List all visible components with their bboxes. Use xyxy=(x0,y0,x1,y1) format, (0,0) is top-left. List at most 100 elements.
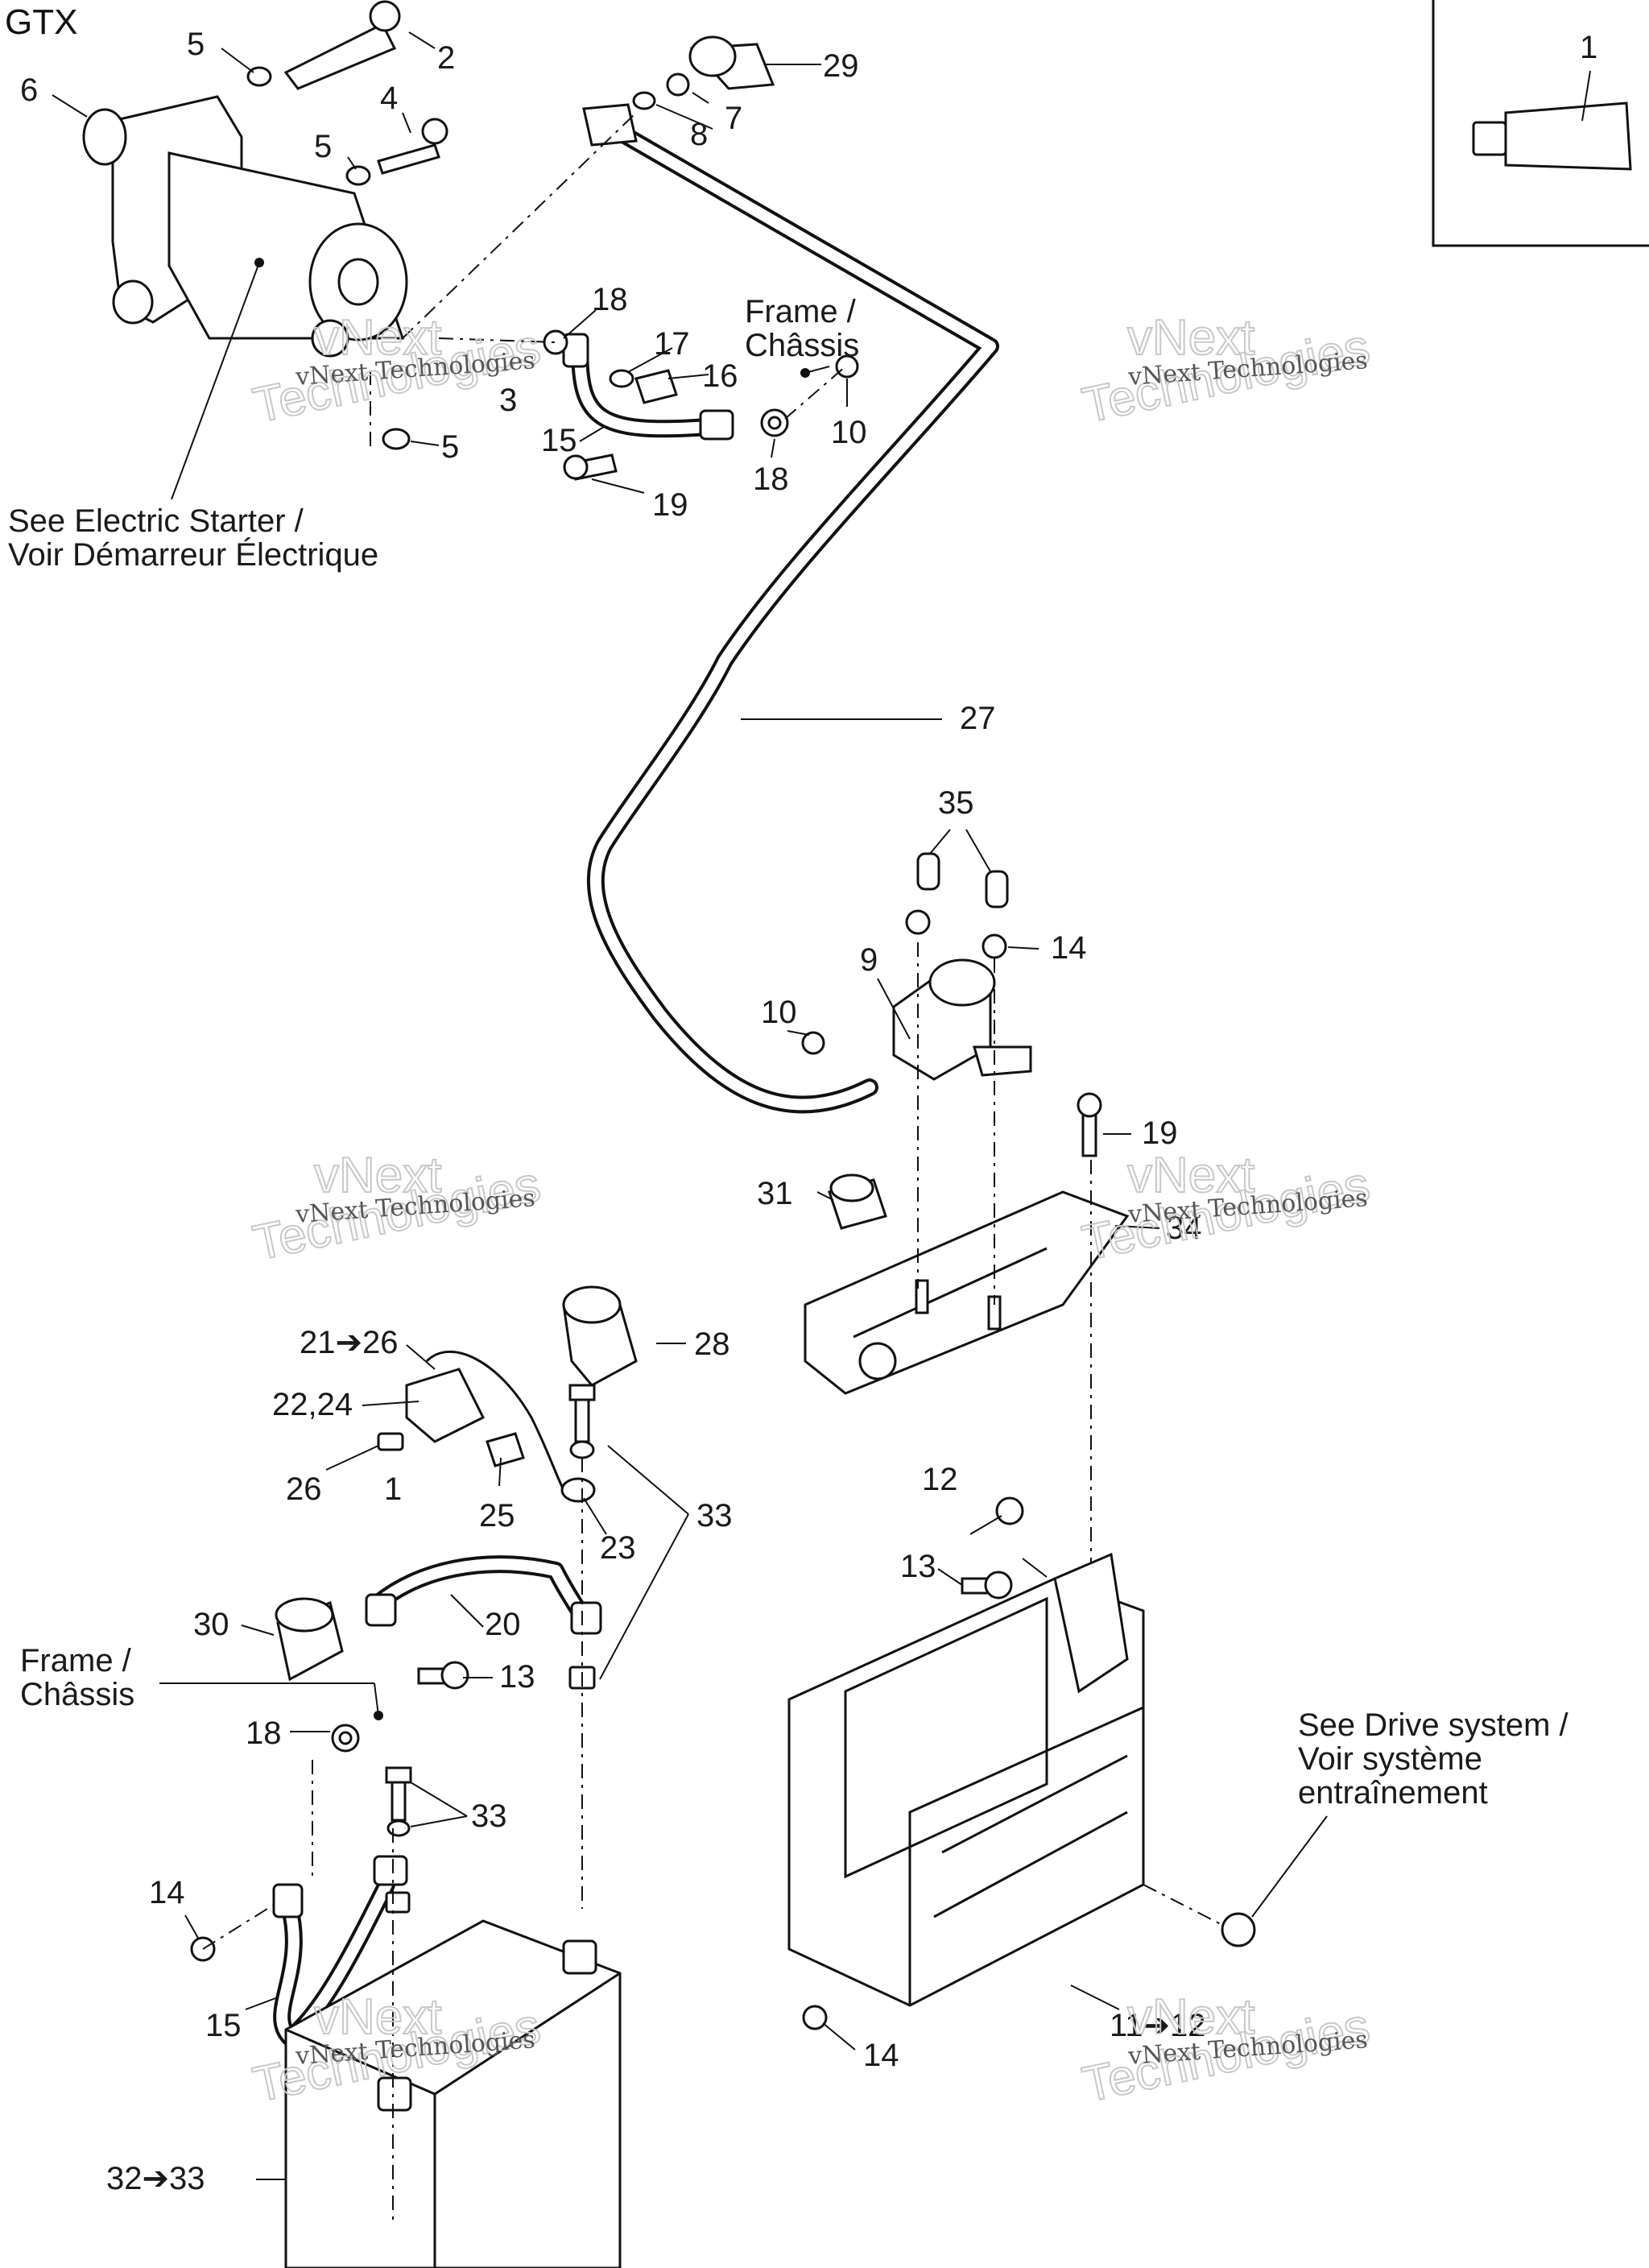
small-bolt xyxy=(377,118,448,175)
callout-5: 5 xyxy=(314,129,332,164)
terminal-cap xyxy=(562,1285,638,1387)
bolt xyxy=(634,369,678,404)
nut xyxy=(905,909,931,935)
svg-text:vNext: vNext xyxy=(1127,1989,1254,2045)
boot xyxy=(828,1173,887,1230)
nut xyxy=(982,933,1007,959)
callout-6: 6 xyxy=(20,72,38,108)
callout-17: 17 xyxy=(654,326,690,362)
watermark: vNext Technologies vNext Technologies xyxy=(248,1147,546,1273)
nut xyxy=(995,1496,1024,1525)
callout-7: 7 xyxy=(725,101,742,136)
svg-text:vNext: vNext xyxy=(1127,1148,1254,1203)
lock-washer xyxy=(543,329,568,355)
frame-label: Frame / xyxy=(20,1643,132,1678)
nut xyxy=(666,72,690,97)
svg-text:vNext: vNext xyxy=(314,1989,441,2045)
callout-28: 28 xyxy=(694,1326,730,1362)
callout-23: 23 xyxy=(600,1530,636,1566)
starter-motor xyxy=(82,95,408,358)
bolt xyxy=(1077,1092,1102,1157)
callout-34: 34 xyxy=(1166,1211,1202,1246)
callout-27: 27 xyxy=(960,701,996,736)
ring-terminal xyxy=(560,1477,596,1503)
cable-lug xyxy=(699,409,734,441)
drive-fitting xyxy=(1221,1912,1256,1947)
bolt xyxy=(563,453,618,481)
callout-3: 3 xyxy=(499,383,517,418)
callout-22-24: 22,24 xyxy=(272,1387,353,1422)
callout-14: 14 xyxy=(149,1875,185,1910)
see-drive-system-note: Voir système xyxy=(1298,1741,1482,1777)
lock-washer xyxy=(331,1724,360,1753)
callout-29: 29 xyxy=(823,48,859,84)
washer xyxy=(609,369,634,388)
washer xyxy=(386,1819,411,1837)
callout-1: 1 xyxy=(1580,30,1597,65)
callout-32-33: 32➔33 xyxy=(106,2161,205,2196)
callout-21-26: 21➔26 xyxy=(300,1325,399,1360)
frame-label: Frame / xyxy=(745,294,857,329)
fuse xyxy=(377,1432,404,1451)
callout-11-12: 11➔12 xyxy=(1110,2008,1206,2043)
callout-4: 4 xyxy=(380,81,398,116)
inset-box: 1 xyxy=(1432,0,1649,247)
callout-15: 15 xyxy=(541,423,577,458)
starter-solenoid xyxy=(892,958,1032,1081)
see-electric-starter-note: See Electric Starter / xyxy=(8,503,304,539)
callout-2: 2 xyxy=(437,40,455,76)
nut xyxy=(801,1031,825,1055)
svg-text:vNext: vNext xyxy=(1127,310,1254,366)
callout-14: 14 xyxy=(863,2038,899,2073)
fuse-holder xyxy=(405,1351,565,1491)
callout-20: 20 xyxy=(485,1607,521,1642)
callout-33: 33 xyxy=(471,1798,507,1834)
square-nut xyxy=(385,1891,411,1914)
callout-1-drop: 1 xyxy=(384,1471,402,1507)
bolt xyxy=(961,1571,1013,1600)
boot xyxy=(275,1597,344,1682)
fuse xyxy=(486,1432,525,1467)
washer xyxy=(569,1440,595,1459)
callout-19: 19 xyxy=(652,487,688,523)
callout-18: 18 xyxy=(753,461,789,497)
callout-33: 33 xyxy=(696,1498,733,1533)
callout-26: 26 xyxy=(286,1471,322,1507)
washer xyxy=(345,165,371,186)
bolt xyxy=(568,1384,596,1443)
callout-35: 35 xyxy=(938,785,974,821)
callout-8: 8 xyxy=(690,117,708,152)
callout-19: 19 xyxy=(1142,1115,1178,1151)
main-cable xyxy=(582,103,999,1114)
callout-30: 30 xyxy=(193,1607,229,1642)
callout-18: 18 xyxy=(246,1715,282,1751)
callout-10: 10 xyxy=(831,415,867,450)
callout-18: 18 xyxy=(592,282,628,317)
see-drive-system-note: See Drive system / xyxy=(1298,1707,1569,1743)
watermark: vNext Technologies vNext Technologies xyxy=(1077,309,1375,435)
terminal-cover xyxy=(985,870,1009,908)
callout-13: 13 xyxy=(499,1659,535,1695)
see-drive-system-note: entraînement xyxy=(1298,1775,1488,1811)
callout-5: 5 xyxy=(441,429,459,465)
nut xyxy=(835,354,859,379)
callout-14: 14 xyxy=(1051,930,1087,966)
callout-9: 9 xyxy=(860,942,878,978)
lock-washer xyxy=(760,408,789,437)
grease-tube-icon xyxy=(1472,70,1632,171)
bolt xyxy=(385,1766,412,1822)
nut xyxy=(802,2005,828,2030)
callout-25: 25 xyxy=(479,1498,515,1533)
callout-10: 10 xyxy=(761,995,797,1030)
frame-label: Châssis xyxy=(745,328,859,363)
callout-15: 15 xyxy=(205,2008,242,2043)
terminal-cover xyxy=(916,852,940,891)
svg-text:vNext: vNext xyxy=(314,1148,441,1203)
battery-tray xyxy=(787,1552,1145,2007)
callout-12: 12 xyxy=(922,1462,958,1497)
diagram-title: GTX xyxy=(5,2,77,42)
callout-5: 5 xyxy=(187,27,205,62)
see-electric-starter-note: Voir Démarreur Électrique xyxy=(8,536,378,573)
terminal-cap xyxy=(688,35,775,90)
